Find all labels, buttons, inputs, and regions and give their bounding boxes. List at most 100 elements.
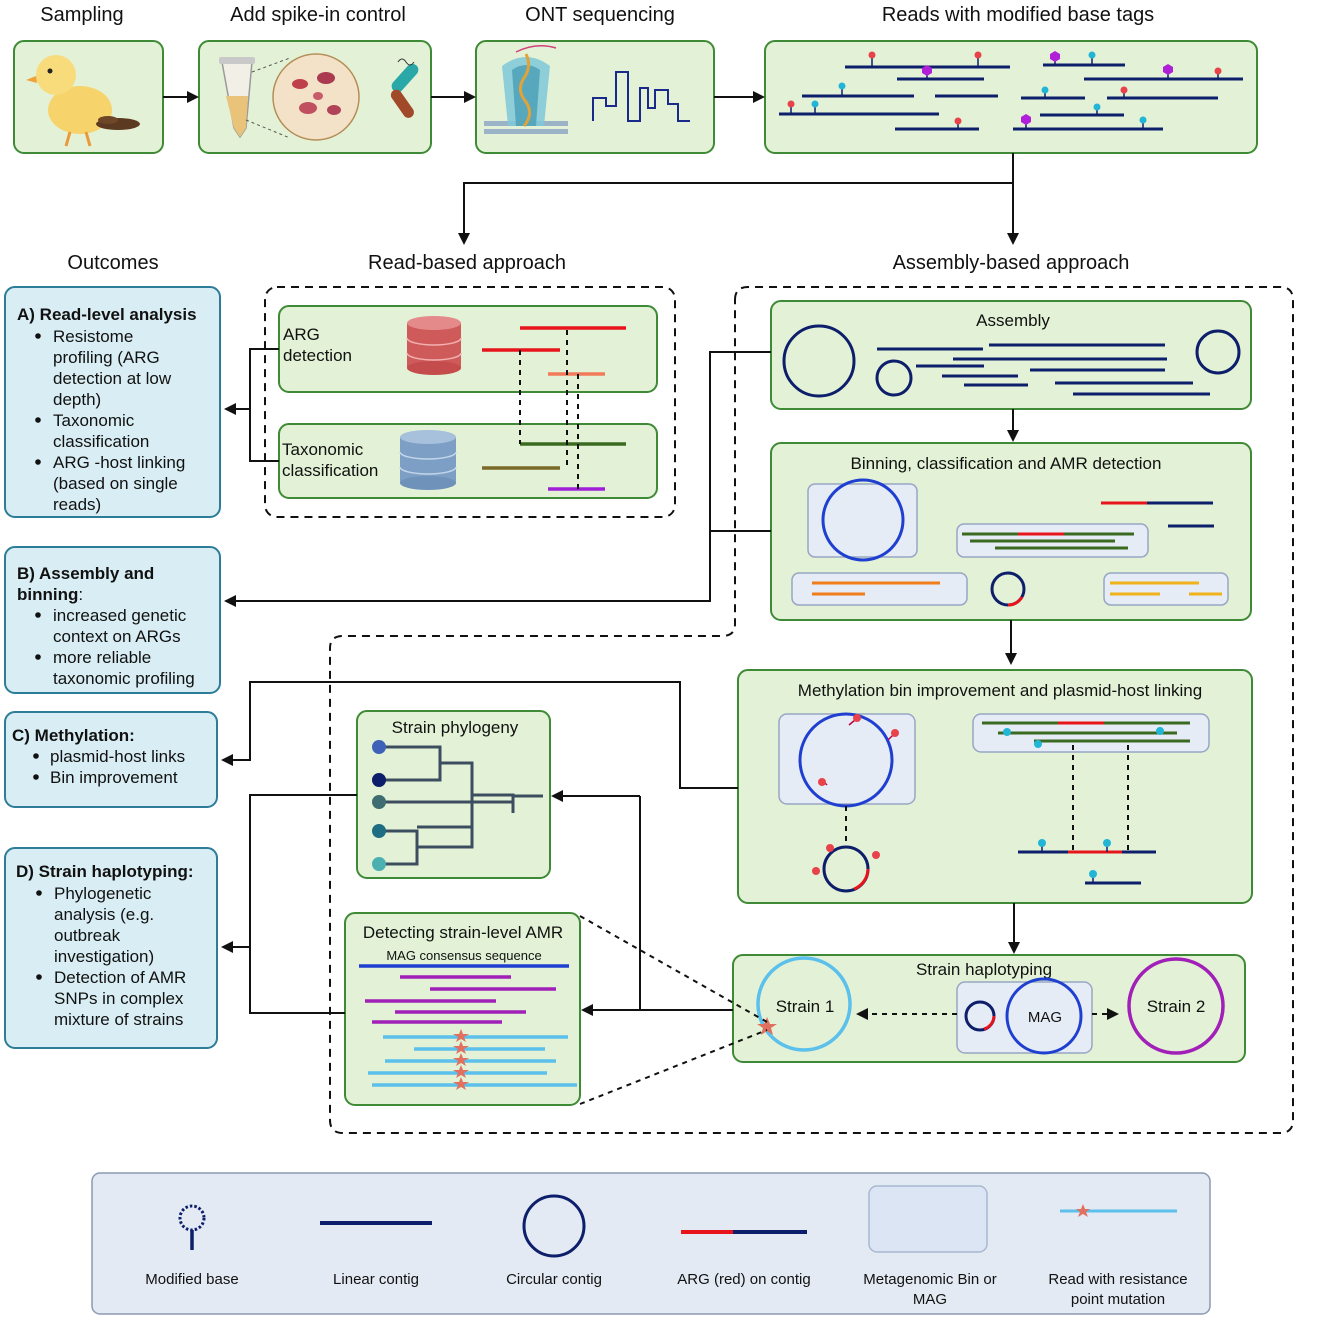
outcome-b-list: increased genetic context on ARGs more rel… xyxy=(35,606,195,688)
methylation-title: Methylation bin improvement and plasmid-… xyxy=(798,681,1202,700)
tagged-reads xyxy=(779,51,1243,131)
outcome-a-line: depth) xyxy=(53,390,101,409)
assembly-based-group xyxy=(329,286,1294,1134)
outcome-d-list: Phylogenetic analysis (e.g. outbreak invest… xyxy=(36,884,186,1029)
database-red-icon xyxy=(406,316,462,375)
haplotyping-branch xyxy=(639,796,733,1011)
phylogeny-title: Strain phylogeny xyxy=(392,718,519,737)
methylation-content xyxy=(778,712,1210,893)
outcome-b-line: increased genetic xyxy=(53,606,187,625)
nanopore-icon xyxy=(484,45,568,134)
strain-1-label: Strain 1 xyxy=(776,997,835,1016)
bullet-dot xyxy=(36,890,42,896)
binning-content xyxy=(791,478,1229,607)
outcome-b-title-suffix: : xyxy=(78,585,83,604)
outcome-a-line: profiling (ARG xyxy=(53,348,160,367)
outcome-c-line: Bin improvement xyxy=(50,768,178,787)
database-blue-icon xyxy=(399,430,457,490)
sampling-title: Sampling xyxy=(40,4,123,26)
bullet-dot xyxy=(33,774,39,780)
outcome-d-box xyxy=(4,847,218,1049)
read-based-group xyxy=(264,286,676,518)
arrow-to-outcome-b xyxy=(224,351,771,607)
amr-reads xyxy=(359,964,577,1087)
mag-label: MAG xyxy=(1028,1009,1062,1026)
outcome-c-title: C) Methylation: xyxy=(12,726,135,745)
outcome-d-line: analysis (e.g. xyxy=(54,905,154,924)
legend-resistance-read-swatch xyxy=(1060,1204,1177,1217)
outcome-d-line: mixture of strains xyxy=(54,1010,183,1029)
bullet-dot xyxy=(35,612,41,618)
chick-icon xyxy=(26,55,140,147)
bullet-dot xyxy=(36,974,42,980)
amr-title: Detecting strain-level AMR xyxy=(363,923,563,942)
legend-bin-line-2: MAG xyxy=(913,1291,947,1308)
outcome-c-box xyxy=(4,711,218,808)
read-based-reads xyxy=(482,326,626,491)
outcome-c-line: plasmid-host links xyxy=(50,747,185,766)
outcome-b-line: taxonomic profiling xyxy=(53,669,195,688)
arg-detection-label-1: ARG xyxy=(283,325,320,344)
bullet-dot xyxy=(35,417,41,423)
legend-linear-contig: Linear contig xyxy=(333,1271,419,1288)
legend-modified-base: Modified base xyxy=(145,1271,238,1288)
outcome-d-line: outbreak xyxy=(54,926,121,945)
arrow-to-outcome-c xyxy=(221,681,738,789)
assembly-title: Assembly xyxy=(976,311,1050,330)
strain-outcome-bracket xyxy=(249,794,357,1014)
amr-box xyxy=(344,912,581,1106)
bacteria-icon xyxy=(390,58,419,118)
outcome-d-line: SNPs in complex xyxy=(54,989,184,1008)
legend-circular-contig-swatch xyxy=(522,1194,586,1258)
zoom-line-bottom xyxy=(579,1029,768,1105)
outcome-a-line: detection at low xyxy=(53,369,172,388)
outcome-d-line: investigation) xyxy=(54,947,154,966)
legend-box xyxy=(91,1172,1211,1315)
amr-snp-stars xyxy=(453,1029,469,1090)
modified-base-icon xyxy=(178,1204,206,1250)
spike-in-tube-icon xyxy=(219,53,360,141)
haplotyping-content xyxy=(756,956,1225,1055)
outcome-a-box xyxy=(4,286,221,518)
mag-consensus-label: MAG consensus sequence xyxy=(386,948,541,963)
legend-resistance-read-line-1: Read with resistance xyxy=(1048,1271,1187,1288)
mutation-star-icon xyxy=(757,1017,777,1035)
outcome-b-box xyxy=(4,546,221,694)
bullet-dot xyxy=(35,459,41,465)
phylogeny-tree xyxy=(372,740,543,871)
outcome-b-title-2-bold: binning xyxy=(17,585,78,604)
outcome-a-line: Taxonomic xyxy=(53,411,135,430)
reads-tags-title: Reads with modified base tags xyxy=(882,4,1154,26)
ont-title: ONT sequencing xyxy=(525,4,675,26)
taxonomic-label-1: Taxonomic xyxy=(282,440,364,459)
outcome-a-line: classification xyxy=(53,432,149,451)
outcome-a-title: A) Read-level analysis xyxy=(17,305,197,324)
outcome-b-line: more reliable xyxy=(53,648,151,667)
bullet-dot xyxy=(35,654,41,660)
outcome-d-title: D) Strain haplotyping: xyxy=(16,862,194,881)
assembly-contigs xyxy=(782,324,1241,398)
assembly-based-header: Assembly-based approach xyxy=(893,252,1130,274)
legend-circular-contig: Circular contig xyxy=(506,1271,602,1288)
spike-in-title: Add spike-in control xyxy=(230,4,406,26)
outcome-d-line: Detection of AMR xyxy=(54,968,186,987)
outcome-b-title-1: B) Assembly and xyxy=(17,564,154,583)
legend-bin-line-1: Metagenomic Bin or xyxy=(863,1271,996,1288)
read-based-bracket xyxy=(249,348,279,462)
taxonomic-label-2: classification xyxy=(282,461,378,480)
legend-bin-swatch xyxy=(868,1185,988,1253)
outcome-a-line: (based on single xyxy=(53,474,178,493)
outcome-b-line: context on ARGs xyxy=(53,627,181,646)
outcome-a-line: reads) xyxy=(53,495,101,514)
binning-title: Binning, classification and AMR detectio… xyxy=(851,454,1162,473)
outcome-a-line: ARG -host linking xyxy=(53,453,185,472)
legend-arg-on-contig: ARG (red) on contig xyxy=(677,1271,810,1288)
outcome-d-line: Phylogenetic xyxy=(54,884,152,903)
haplotyping-title: Strain haplotyping xyxy=(916,960,1052,979)
signal-trace-icon xyxy=(592,71,690,122)
outcomes-header: Outcomes xyxy=(67,252,158,274)
strain-2-label: Strain 2 xyxy=(1147,997,1206,1016)
